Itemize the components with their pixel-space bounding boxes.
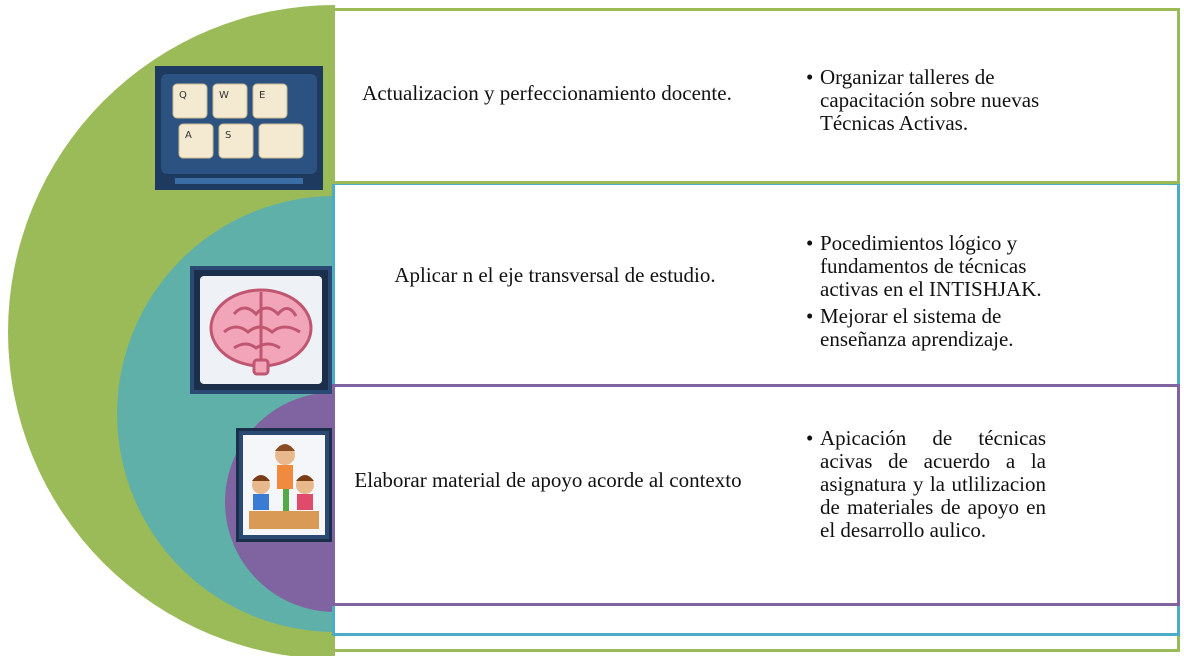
row-3-box [332,384,1180,606]
row-2-bullet-1: Pocedimientos lógico y fundamentos de té… [806,232,1068,301]
row-1-bullets: Organizar talleres de capacitación sobre… [806,66,1046,139]
row-2-bullets: Pocedimientos lógico y fundamentos de té… [806,232,1068,355]
row-3-bullet: Apicación de técnicas acivas de acuerdo … [806,427,1046,542]
row-3-title: Elaborar material de apoyo acorde al con… [354,468,742,492]
svg-text:A: A [185,130,192,141]
row-2-bullet-2: Mejorar el sistema de enseñanza aprendiz… [806,305,1068,351]
svg-text:Q: Q [179,90,187,101]
svg-text:S: S [225,130,231,141]
row-3-bullets: Apicación de técnicas acivas de acuerdo … [806,427,1046,546]
keyboard-keys-icon: Q W E A S [155,66,323,190]
bottom-strip [332,636,1180,652]
svg-text:E: E [259,90,265,101]
row-2-title: Aplicar n el eje transversal de estudio. [394,263,716,287]
brain-icon [190,266,332,394]
children-studying-icon [236,428,332,542]
row-1-bullet: Organizar talleres de capacitación sobre… [806,66,1046,135]
row-1-title: Actualizacion y perfeccionamiento docent… [362,81,732,105]
svg-text:W: W [219,90,229,101]
